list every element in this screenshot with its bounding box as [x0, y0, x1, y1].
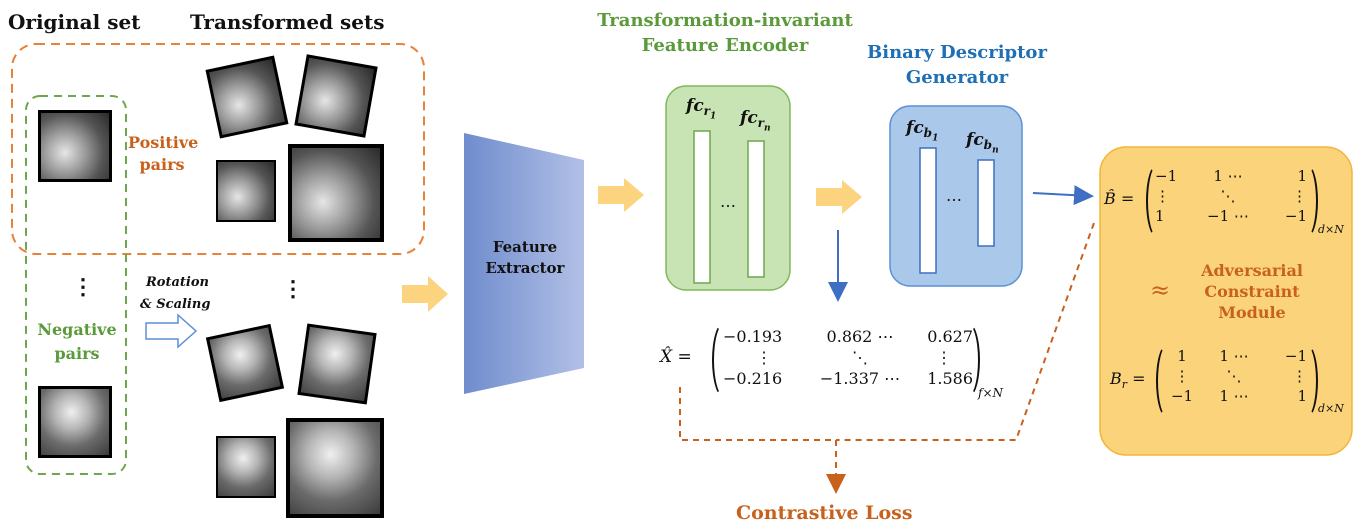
matrix-cell: 1 — [1155, 207, 1165, 225]
matrix-cell: 1 — [1177, 347, 1187, 365]
matrix-row: −0.216 −1.337 ⋯ 1.586 — [722, 368, 974, 389]
matrix-row: 1 1 ⋯ −1 — [1164, 346, 1308, 366]
vdots-right: ⋮ — [282, 276, 304, 302]
generator-title: Binary Descriptor Generator — [867, 42, 1047, 88]
adversarial-module-label: Adversarial Constraint Module — [1201, 261, 1303, 322]
arrow-to-generator — [816, 180, 862, 214]
patch-transformed-7 — [216, 436, 276, 498]
patch-transformed-2 — [294, 54, 378, 138]
matrix-cell: 1 ⋯ — [1219, 387, 1249, 405]
matrix-row: ⋮ ⋱ ⋮ — [1154, 186, 1308, 206]
encoder-bar-first — [693, 130, 711, 284]
matrix-br-right-paren — [1296, 344, 1318, 418]
feature-extractor-shape — [464, 133, 584, 394]
matrix-cell: ⋱ — [1220, 187, 1236, 205]
arrow-generator-to-adversarial — [1032, 185, 1094, 206]
matrix-row: ⋮ ⋱ ⋮ — [1164, 366, 1308, 386]
encoder-hdots: … — [720, 192, 736, 211]
matrix-bhat-right-paren — [1296, 164, 1318, 238]
matrix-x-left-paren — [712, 322, 736, 398]
arrow-to-extractor — [402, 276, 448, 312]
matrix-row: −0.193 0.862 ⋯ 0.627 — [722, 326, 974, 347]
matrix-cell: 1 ⋯ — [1213, 167, 1243, 185]
patch-transformed-6 — [297, 323, 377, 405]
matrix-cell: 1 ⋯ — [1219, 347, 1249, 365]
matrix-br-lhs: Br = — [1110, 369, 1146, 392]
approx-symbol: ≈ — [1150, 276, 1171, 304]
matrix-bhat-dims: d×N — [1318, 223, 1344, 236]
matrix-cell: 0.862 ⋯ — [826, 327, 894, 346]
matrix-cell: ⋮ — [1292, 187, 1307, 205]
matrix-row: −1 1 ⋯ 1 — [1154, 166, 1308, 186]
matrix-row: 1 −1 ⋯ −1 — [1154, 206, 1308, 226]
matrix-x-dims: f×N — [978, 386, 1003, 400]
encoder-title: Transformation-invariant Feature Encoder — [597, 10, 853, 56]
generator-fc-first: fcb1 — [906, 118, 939, 144]
matrix-bhat-body: −1 1 ⋯ 1 ⋮ ⋱ ⋮ 1 −1 ⋯ −1 — [1154, 166, 1308, 226]
matrix-cell: ⋮ — [1292, 367, 1307, 385]
loss-path-left — [679, 387, 836, 441]
matrix-cell: −1 — [1155, 167, 1178, 185]
negative-pairs-box — [25, 95, 127, 475]
original-set-header: Original set — [8, 10, 141, 34]
matrix-cell: −1 ⋯ — [1207, 207, 1249, 225]
transformed-sets-header: Transformed sets — [190, 10, 385, 34]
generator-bar-last — [977, 159, 995, 247]
generator-bar-first — [919, 147, 937, 274]
matrix-cell: 1.586 — [927, 369, 973, 388]
patch-original-negative — [38, 386, 112, 458]
rotation-scaling-label: Rotation & Scaling — [140, 275, 211, 312]
negative-pairs-label: Negative pairs — [37, 320, 117, 363]
patch-transformed-4 — [288, 144, 384, 242]
matrix-br-left-paren — [1156, 344, 1178, 418]
positive-pairs-box — [11, 43, 425, 255]
matrix-row: ⋮ ⋱ ⋮ — [722, 347, 974, 368]
matrix-cell: −0.193 — [723, 327, 783, 346]
matrix-cell: ⋮ — [1174, 367, 1190, 385]
generator-fc-last: fcbn — [966, 130, 999, 156]
matrix-cell: −1 — [1284, 347, 1307, 365]
feature-extractor-label: Feature Extractor — [485, 238, 565, 277]
matrix-cell: −1 — [1170, 387, 1194, 405]
matrix-br-dims: d×N — [1318, 402, 1344, 415]
patch-transformed-5 — [205, 323, 285, 403]
generator-hdots: … — [946, 186, 962, 205]
matrix-bhat-left-paren — [1146, 164, 1168, 238]
matrix-cell: ⋱ — [1226, 367, 1242, 385]
matrix-cell: −0.216 — [723, 369, 783, 388]
matrix-cell: 1 — [1297, 167, 1307, 185]
matrix-cell: −1.337 ⋯ — [819, 369, 901, 388]
matrix-x-lhs: X̂ = — [660, 347, 692, 367]
arrow-to-encoder — [598, 178, 644, 212]
positive-pairs-label: Positive pairs — [128, 133, 199, 174]
encoder-bar-last — [747, 140, 765, 278]
matrix-x-right-paren — [956, 322, 980, 398]
patch-original-positive — [38, 110, 112, 182]
matrix-cell: 0.627 — [927, 327, 973, 346]
matrix-row: −1 1 ⋯ 1 — [1164, 386, 1308, 406]
matrix-cell: 1 — [1297, 387, 1307, 405]
matrix-cell: ⋮ — [756, 348, 772, 367]
matrix-bhat-lhs: B̂ = — [1104, 189, 1135, 208]
patch-transformed-8 — [286, 418, 384, 518]
patch-transformed-3 — [216, 160, 276, 222]
encoder-fc-first: fcr1 — [686, 96, 717, 122]
matrix-cell: ⋱ — [852, 348, 868, 367]
patch-transformed-1 — [205, 55, 289, 139]
matrix-x-body: −0.193 0.862 ⋯ 0.627 ⋮ ⋱ ⋮ −0.216 −1.337… — [722, 326, 974, 389]
vdots-left: ⋮ — [72, 274, 94, 300]
encoder-box — [665, 85, 791, 291]
encoder-fc-last: fcrn — [740, 108, 771, 134]
matrix-cell: ⋮ — [1155, 187, 1170, 205]
rotation-arrow — [145, 313, 198, 349]
contrastive-loss-label: Contrastive Loss — [736, 502, 913, 524]
matrix-cell: ⋮ — [936, 348, 952, 367]
matrix-br-body: 1 1 ⋯ −1 ⋮ ⋱ ⋮ −1 1 ⋯ 1 — [1164, 346, 1308, 406]
matrix-cell: −1 — [1284, 207, 1307, 225]
